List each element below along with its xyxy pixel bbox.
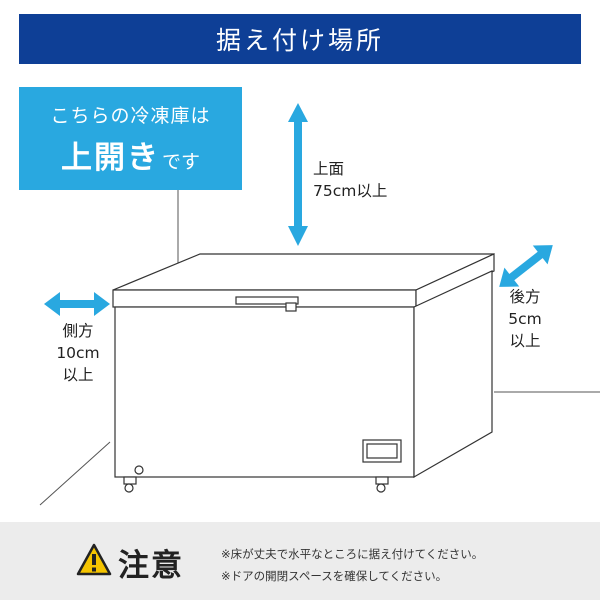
freezer-illustration <box>112 253 495 493</box>
double-arrow-icon <box>44 103 553 316</box>
badge-tail: です <box>161 150 200 173</box>
back-clearance-label: 後方 5cm 以上 <box>508 288 542 350</box>
page-title: 据え付け場所 <box>215 26 384 55</box>
caution-notes: ※床が丈夫で水平なところに据え付けてください。 ※ドアの開閉スペースを確保してく… <box>221 543 483 587</box>
header-bar: 据え付け場所 <box>19 14 581 64</box>
warning-triangle-icon <box>76 543 112 576</box>
top-clearance-label: 上面 75cm以上 <box>313 160 388 200</box>
side-clearance-label: 側方 10cm 以上 <box>56 322 100 384</box>
room-outline <box>39 190 600 506</box>
opening-type-badge: こちらの冷凍庫は 上開き です <box>19 87 242 190</box>
caution-note: ※床が丈夫で水平なところに据え付けてください。 <box>221 547 484 561</box>
badge-main: 上開き <box>60 139 160 176</box>
caution-title: 注意 <box>118 548 184 584</box>
badge-line1: こちらの冷凍庫は <box>50 104 211 127</box>
caution-note: ※ドアの開閉スペースを確保してください。 <box>221 569 448 583</box>
